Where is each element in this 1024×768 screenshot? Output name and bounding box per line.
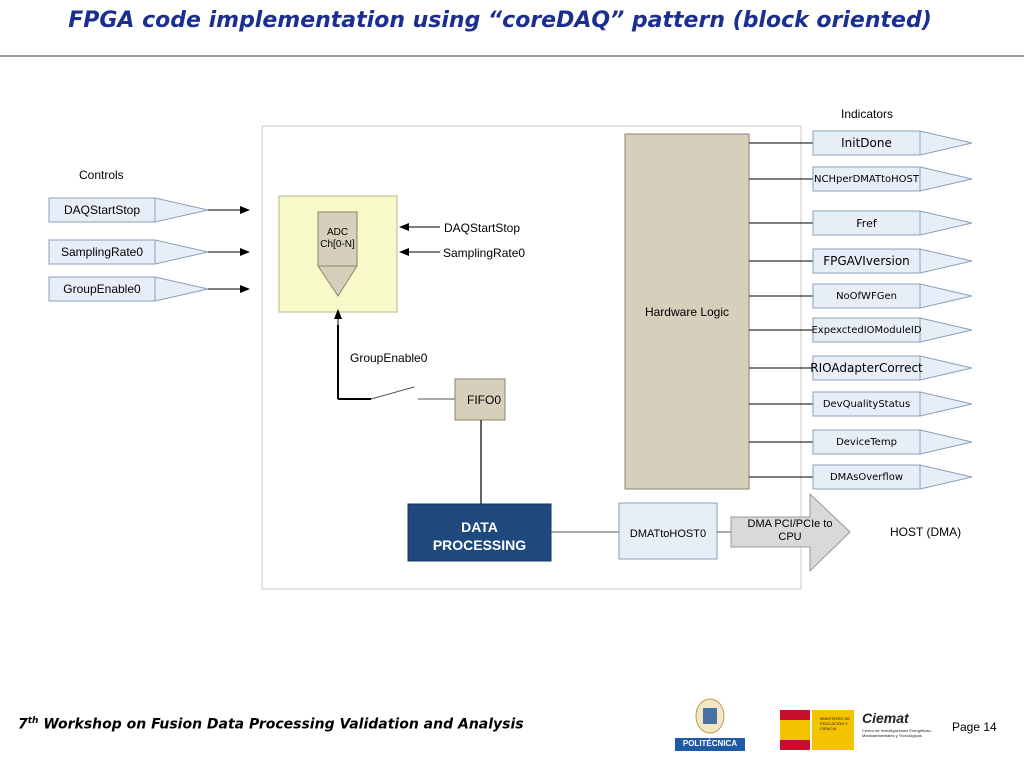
indicator-label: ExpexctedIOModuleID — [811, 324, 922, 336]
indicator-terminal[interactable] — [812, 391, 973, 417]
indicator-label: DevQualityStatus — [822, 398, 911, 410]
indicator-label: RIOAdapterCorrect — [810, 361, 923, 375]
indicator-label: DeviceTemp — [836, 436, 897, 448]
adc-symbol — [317, 211, 358, 297]
fifo0-label: FIFO0 — [466, 393, 501, 407]
adc-input-samplingrate0: SamplingRate0 — [443, 246, 526, 260]
dma-arrow-label: DMA PCI/PCIe to CPU — [731, 518, 849, 544]
ciemat-text: Ciemat — [862, 710, 909, 726]
ciemat-logo: MINISTERIO DE EDUCACIÓN Y CIENCIA Ciemat… — [778, 708, 944, 752]
indicators-title: Indicators — [841, 107, 894, 121]
host-label: HOST (DMA) — [890, 525, 962, 539]
adc-label-line2: Ch[0-N] — [320, 239, 355, 250]
dma-fifo-label: DMATtoHOST0 — [629, 528, 707, 540]
adc-label-line1: ADC — [326, 227, 349, 238]
indicator-terminal[interactable] — [812, 464, 973, 490]
hardware-logic-label: Hardware Logic — [644, 305, 730, 319]
control-label-daqstartstop: DAQStartStop — [63, 203, 141, 217]
indicator-terminal[interactable] — [812, 166, 973, 192]
indicator-label: NCHperDMATtoHOST — [814, 173, 919, 185]
dma-arrow — [730, 492, 851, 573]
data-processing-line2: PROCESSING — [432, 537, 527, 553]
control-label-groupenable0: GroupEnable0 — [63, 282, 141, 296]
indicator-terminal[interactable] — [812, 355, 973, 381]
indicator-label: DMAsOverflow — [829, 471, 904, 483]
adc-input-daqstartstop: DAQStartStop — [444, 221, 521, 235]
indicator-terminal[interactable] — [812, 248, 973, 274]
hardware-logic-block — [624, 133, 750, 490]
footer-ordinal-suffix: th — [27, 716, 39, 726]
page-number: Page 14 — [952, 720, 997, 734]
control-samplingrate0[interactable] — [48, 239, 209, 265]
indicator-terminal[interactable] — [812, 210, 973, 236]
control-label-samplingrate0: SamplingRate0 — [60, 245, 144, 259]
indicator-terminal[interactable] — [812, 317, 973, 343]
dma-fifo-block — [618, 502, 718, 560]
control-groupenable0[interactable] — [48, 276, 209, 302]
dma-arrow-line1: DMA PCI/PCIe to — [747, 518, 833, 530]
controls-title: Controls — [79, 168, 124, 182]
fifo0-block — [454, 378, 506, 421]
ciemat-subtext: Centro de Investigaciones Energéticas, M… — [862, 728, 932, 738]
control-daqstartstop[interactable] — [48, 197, 209, 223]
ministerio-text: MINISTERIO DE EDUCACIÓN Y CIENCIA — [820, 716, 851, 731]
slide-title: FPGA code implementation using “coreDAQ”… — [68, 8, 932, 33]
footer-workshop: Workshop on Fusion Data Processing Valid… — [38, 716, 524, 733]
data-processing-line1: DATA — [461, 519, 498, 535]
indicator-label: FPGAVIversion — [823, 254, 910, 268]
footer-ordinal: 7 — [18, 716, 28, 733]
data-processing-block — [407, 503, 552, 562]
dma-arrow-line2: CPU — [778, 531, 802, 543]
indicator-label: Fref — [856, 216, 877, 230]
switch-label: GroupEnable0 — [350, 351, 428, 365]
politecnica-logo-text: POLITÉCNICA — [682, 739, 738, 748]
indicator-terminal[interactable] — [812, 130, 973, 156]
footer-text: 7th Workshop on Fusion Data Processing V… — [18, 716, 524, 733]
title-divider — [0, 55, 1024, 57]
politecnica-logo: POLITÉCNICA — [675, 697, 745, 753]
data-processing-label: DATA PROCESSING — [408, 518, 551, 554]
indicator-label: NoOfWFGen — [836, 290, 897, 302]
indicator-terminal[interactable] — [812, 283, 973, 309]
indicator-label: InitDone — [841, 136, 892, 150]
indicator-terminal[interactable] — [812, 429, 973, 455]
adc-label: ADC Ch[0-N] — [318, 227, 357, 251]
